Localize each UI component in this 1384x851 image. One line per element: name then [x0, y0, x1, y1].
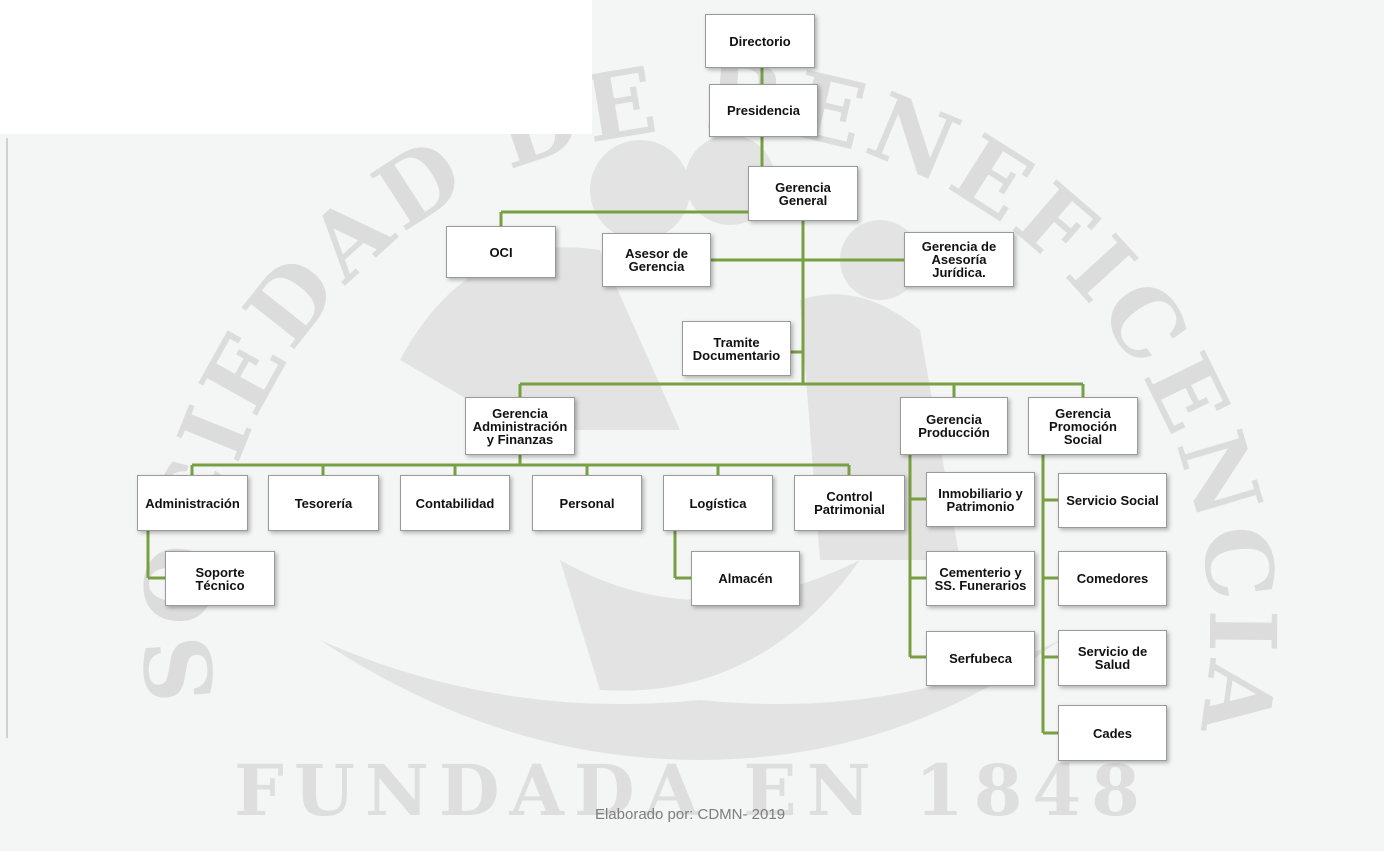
box-cementerio-funerarios: Cementerio y SS. Funerarios	[926, 551, 1035, 606]
box-servicio-social: Servicio Social	[1058, 473, 1167, 528]
blank-panel	[0, 0, 592, 134]
box-control-patrimonial: Control Patrimonial	[794, 475, 905, 531]
box-cades: Cades	[1058, 705, 1167, 761]
box-almacen: Almacén	[691, 551, 800, 606]
box-servicio-salud: Servicio de Salud	[1058, 630, 1167, 686]
box-gerencia-promocion-social: Gerencia Promoción Social	[1028, 397, 1138, 455]
box-gerencia-admin-finanzas: Gerencia Administración y Finanzas	[465, 397, 575, 455]
box-inmobiliario-patrimonio: Inmobiliario y Patrimonio	[926, 472, 1035, 527]
box-logistica: Logística	[663, 475, 773, 531]
box-serfubeca: Serfubeca	[926, 631, 1035, 686]
box-gerencia-general: Gerencia General	[748, 166, 858, 221]
box-soporte-tecnico: Soporte Técnico	[165, 551, 275, 606]
box-gerencia-asesoria-juridica: Gerencia de Asesoría Jurídica.	[904, 232, 1014, 287]
box-gerencia-produccion: Gerencia Producción	[900, 397, 1008, 455]
credit-text: Elaborado por: CDMN- 2019	[594, 806, 786, 823]
box-oci: OCI	[446, 226, 556, 278]
box-tesoreria: Tesorería	[268, 475, 379, 531]
box-comedores: Comedores	[1058, 551, 1167, 606]
box-asesor-gerencia: Asesor de Gerencia	[602, 233, 711, 287]
box-tramite-documentario: Tramite Documentario	[682, 321, 791, 376]
box-personal: Personal	[532, 475, 642, 531]
left-border-line	[6, 138, 8, 738]
box-administracion: Administración	[137, 475, 248, 531]
box-presidencia: Presidencia	[709, 84, 818, 137]
box-directorio: Directorio	[705, 14, 815, 68]
box-contabilidad: Contabilidad	[400, 475, 510, 531]
